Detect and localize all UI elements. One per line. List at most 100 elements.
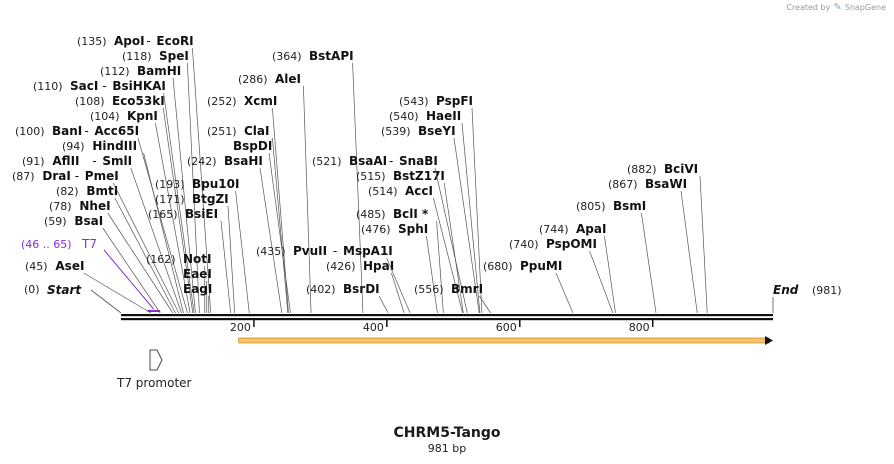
enzyme-position-label: (104) — [90, 110, 120, 123]
enzyme-name-label: BstAPI — [309, 49, 354, 63]
enzyme-name-label: BsaAI — [349, 154, 387, 168]
enzyme-name-label: PvuII — [293, 244, 327, 258]
enzyme-name-label: EaeI — [183, 267, 212, 281]
enzyme-name-label: Eco53kI — [112, 94, 165, 108]
enzyme-name-label: HpaI — [363, 259, 394, 273]
feature-promoter-label: T7 promoter — [116, 376, 192, 390]
credit-prefix: Created by — [786, 3, 831, 12]
enzyme-site: (94)HindIII — [62, 139, 184, 314]
enzyme-leader-line — [589, 250, 614, 314]
enzyme-leader-line — [192, 47, 212, 314]
snapgene-logo-icon: ✎ — [833, 2, 842, 13]
enzyme-site: (100)BanI-Acc65I — [15, 124, 188, 314]
enzyme-name-separator: - — [146, 34, 150, 48]
enzyme-leader-line — [187, 62, 200, 314]
enzyme-name-label: BmrI — [451, 282, 483, 296]
enzyme-leader-line — [143, 152, 184, 314]
feature-t7-label: T7 — [81, 237, 97, 251]
map-title: CHRM5-Tango — [393, 425, 501, 441]
enzyme-position-label: (744) — [539, 223, 569, 236]
enzyme-site: (171)BtgZI — [155, 192, 236, 314]
enzyme-site: (805)BsmI — [576, 199, 657, 314]
enzyme-name-label: BsiHKAI — [112, 79, 165, 93]
enzyme-site: (252)XcmI — [207, 94, 289, 314]
enzyme-name-label: XcmI — [244, 94, 277, 108]
enzyme-name-label: MspA1I — [343, 244, 393, 258]
enzyme-position-label: (87) — [12, 170, 35, 183]
enzyme-position-label: (514) — [368, 185, 398, 198]
enzyme-position-label: (485) — [356, 208, 386, 221]
enzyme-position-label: (110) — [33, 80, 63, 93]
enzyme-site: (435)PvuII-MspA1I — [256, 244, 411, 314]
enzyme-position-label: (112) — [100, 65, 130, 78]
enzyme-position-label: (521) — [312, 155, 342, 168]
enzyme-name-label: BsaHI — [224, 154, 263, 168]
enzyme-leader-line — [303, 85, 312, 314]
enzyme-site: (162) NotI — [146, 252, 212, 313]
enzyme-site: (740)PspOMI — [509, 237, 614, 314]
enzyme-name-label: AleI — [275, 72, 301, 86]
enzyme-leader-line — [604, 235, 616, 314]
enzyme-name-label: BmtI — [86, 184, 118, 198]
enzyme-name-label: SmlI — [102, 154, 132, 168]
enzyme-site: (45)AseI — [25, 259, 152, 314]
enzyme-position-label: (59) — [44, 215, 67, 228]
enzyme-name-separator: - — [92, 154, 96, 168]
promoter-arrow-icon — [149, 349, 163, 371]
enzyme-position-label: (118) — [122, 50, 152, 63]
enzyme-position-label: (100) — [15, 125, 45, 138]
enzyme-leader-line — [443, 182, 464, 314]
enzyme-leader-line — [555, 272, 574, 314]
snapgene-credit: Created by ✎ SnapGene — [786, 2, 886, 13]
enzyme-position-label: (286) — [238, 73, 268, 86]
enzyme-name-label: ApoI — [114, 34, 145, 48]
enzyme-position-label: (540) — [389, 110, 419, 123]
enzyme-name-label: DraI — [42, 169, 70, 183]
backbone-top-strand — [121, 314, 773, 317]
enzyme-name-label: ClaI — [244, 124, 269, 138]
enzyme-position-label: (82) — [56, 185, 79, 198]
enzyme-position-label: (193) — [155, 178, 185, 191]
enzyme-site: (59) BsaI — [44, 214, 161, 314]
enzyme-site: (515)BstZ17I — [356, 169, 464, 314]
enzyme-site: (104)KpnI — [90, 109, 191, 314]
enzyme-site: (556)BmrI — [414, 282, 491, 314]
enzyme-site: (543)PspFI — [399, 94, 483, 314]
backbone-bottom-strand — [121, 318, 773, 321]
ruler-tick-label: 200 — [230, 321, 251, 334]
enzyme-name-label: BclI * — [393, 207, 429, 221]
enzyme-site: (485) BclI * — [356, 207, 444, 314]
feature-t7-range: (46 .. 65) — [21, 238, 72, 251]
enzyme-position-label: (882) — [627, 163, 657, 176]
enzyme-name-label: BspDI — [233, 139, 272, 153]
enzyme-site: (193)Bpu10I — [155, 177, 250, 314]
enzyme-position-label: (867) — [608, 178, 638, 191]
enzyme-position-label: (78) — [49, 200, 72, 213]
enzyme-name-separator: - — [84, 124, 88, 138]
enzyme-site: (165)BsiEI — [148, 207, 232, 314]
enzyme-leader-line — [162, 107, 194, 314]
enzyme-name-label: NotI — [183, 252, 212, 266]
enzyme-position-label: (45) — [25, 260, 48, 273]
enzyme-name-separator: - — [333, 244, 337, 258]
enzyme-site: (402)BsrDI — [306, 282, 389, 314]
enzyme-leader-line — [155, 122, 191, 314]
enzyme-leader-line — [479, 295, 491, 314]
enzyme-site: EagI — [183, 282, 212, 313]
enzyme-leader-line — [699, 175, 708, 314]
start-leader-line — [90, 289, 122, 314]
enzyme-name-label: BamHI — [137, 64, 181, 78]
enzyme-name-label: BsaI — [74, 214, 103, 228]
enzyme-position-label: (165) — [148, 208, 178, 221]
enzyme-name-label: BciVI — [664, 162, 698, 176]
enzyme-site: EaeI — [183, 267, 212, 313]
enzyme-name-label: EagI — [183, 282, 212, 296]
enzyme-position-label: (543) — [399, 95, 429, 108]
enzyme-name-label: BseYI — [418, 124, 456, 138]
enzyme-leader-line — [163, 92, 195, 314]
end-label: End — [773, 283, 799, 297]
enzyme-site: (135)ApoI-EcoRI — [77, 34, 212, 314]
enzyme-leader-line — [391, 272, 405, 314]
enzyme-name-label: BsrDI — [343, 282, 380, 296]
enzyme-position-label: (162) — [146, 253, 176, 266]
